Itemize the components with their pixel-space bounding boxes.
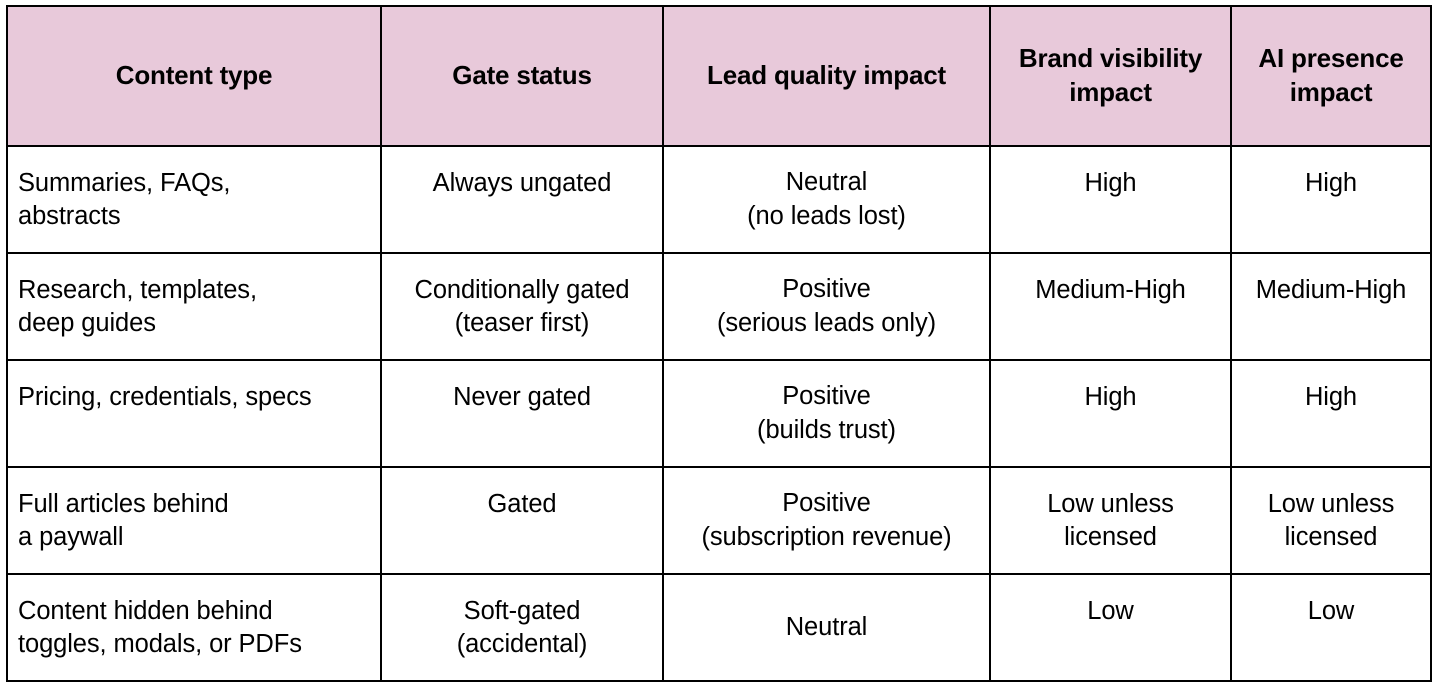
cell-brand-visibility-impact: Low	[989, 573, 1232, 682]
cell-gate-status-line2: (teaser first)	[454, 309, 590, 338]
cell-brand-visibility-impact: High	[989, 145, 1232, 254]
cell-ai-presence-line1: High	[1304, 169, 1358, 197]
cell-brand-visibility-line1: High	[1084, 383, 1137, 411]
gating-table-container: Content type Gate status Lead quality im…	[6, 5, 1432, 682]
cell-gate-status: Gated	[380, 466, 664, 575]
table-row: Content hidden behind toggles, modals, o…	[6, 573, 1432, 682]
column-header-lead-quality-impact: Lead quality impact	[662, 5, 991, 147]
cell-ai-presence-line2: licensed	[1284, 523, 1378, 552]
cell-brand-visibility-impact: Medium-High	[989, 252, 1232, 361]
cell-gate-status: Never gated	[380, 359, 664, 468]
cell-gate-status: Always ungated	[380, 145, 664, 254]
cell-content-type: Pricing, credentials, specs	[6, 359, 382, 468]
content-gating-table: Content type Gate status Lead quality im…	[6, 5, 1432, 682]
cell-content-type: Content hidden behind toggles, modals, o…	[6, 573, 382, 682]
cell-lead-quality-line1: Positive	[782, 382, 871, 411]
column-header-lead-quality-impact-label: Lead quality impact	[707, 60, 946, 91]
cell-ai-presence-line1: Medium-High	[1255, 276, 1407, 304]
cell-ai-presence-line1: High	[1304, 383, 1358, 411]
cell-brand-visibility-line1: Low	[1087, 597, 1134, 625]
cell-content-type-line1: Full articles behind	[18, 490, 229, 518]
cell-brand-visibility-line2: licensed	[1064, 523, 1157, 552]
cell-gate-status-line1: Never gated	[453, 383, 591, 411]
cell-ai-presence-impact: High	[1230, 359, 1432, 468]
table-body: Summaries, FAQs, abstracts Always ungate…	[6, 145, 1432, 682]
cell-gate-status-line1: Always ungated	[432, 169, 612, 197]
cell-ai-presence-impact: Medium-High	[1230, 252, 1432, 361]
column-header-brand-visibility-impact-line1: Brand visibility	[1018, 43, 1203, 74]
cell-ai-presence-impact: Low	[1230, 573, 1432, 682]
cell-content-type-line1: Content hidden behind	[18, 597, 273, 625]
column-header-content-type-label: Content type	[115, 60, 273, 91]
cell-gate-status-line1: Soft-gated	[463, 597, 581, 625]
cell-brand-visibility-line1: High	[1084, 169, 1137, 197]
cell-content-type: Research, templates, deep guides	[6, 252, 382, 361]
table-row: Summaries, FAQs, abstracts Always ungate…	[6, 145, 1432, 254]
cell-lead-quality-impact: Positive (builds trust)	[662, 359, 991, 468]
cell-content-type-line2: a paywall	[18, 523, 124, 552]
table-row: Research, templates, deep guides Conditi…	[6, 252, 1432, 361]
cell-ai-presence-impact: High	[1230, 145, 1432, 254]
cell-brand-visibility-line1: Medium-High	[1035, 276, 1186, 304]
cell-lead-quality-line2: (subscription revenue)	[701, 522, 952, 551]
cell-content-type: Summaries, FAQs, abstracts	[6, 145, 382, 254]
cell-ai-presence-impact: Low unless licensed	[1230, 466, 1432, 575]
cell-content-type: Full articles behind a paywall	[6, 466, 382, 575]
cell-content-type-line1: Pricing, credentials, specs	[18, 383, 312, 411]
cell-lead-quality-line2: (no leads lost)	[747, 201, 906, 230]
cell-gate-status: Conditionally gated (teaser first)	[380, 252, 664, 361]
column-header-ai-presence-impact-line1: AI presence	[1258, 43, 1404, 74]
column-header-ai-presence-impact: AI presence impact	[1230, 5, 1432, 147]
column-header-content-type: Content type	[6, 5, 382, 147]
cell-lead-quality-line2: (serious leads only)	[716, 308, 937, 337]
cell-lead-quality-impact: Neutral	[662, 573, 991, 682]
cell-lead-quality-impact: Neutral (no leads lost)	[662, 145, 991, 254]
cell-content-type-line2: deep guides	[18, 309, 156, 338]
header-row: Content type Gate status Lead quality im…	[6, 5, 1432, 147]
cell-lead-quality-impact: Positive (serious leads only)	[662, 252, 991, 361]
cell-gate-status-line1: Conditionally gated	[414, 276, 630, 304]
cell-lead-quality-line1: Neutral	[785, 168, 868, 197]
cell-gate-status-line1: Gated	[487, 490, 557, 518]
column-header-gate-status-label: Gate status	[452, 60, 592, 91]
cell-lead-quality-line1: Neutral	[785, 612, 868, 641]
cell-lead-quality-line1: Positive	[782, 489, 871, 518]
cell-content-type-line1: Research, templates,	[18, 276, 257, 304]
cell-ai-presence-line1: Low	[1307, 597, 1355, 625]
column-header-ai-presence-impact-line2: impact	[1289, 77, 1373, 107]
cell-lead-quality-line1: Positive	[782, 275, 871, 304]
cell-brand-visibility-impact: High	[989, 359, 1232, 468]
cell-brand-visibility-line1: Low unless	[1047, 490, 1174, 518]
table-header: Content type Gate status Lead quality im…	[6, 5, 1432, 147]
cell-gate-status: Soft-gated (accidental)	[380, 573, 664, 682]
cell-brand-visibility-impact: Low unless licensed	[989, 466, 1232, 575]
column-header-gate-status: Gate status	[380, 5, 664, 147]
table-row: Full articles behind a paywall Gated Pos…	[6, 466, 1432, 575]
cell-ai-presence-line1: Low unless	[1267, 490, 1395, 518]
column-header-brand-visibility-impact-line2: impact	[1069, 77, 1152, 107]
column-header-brand-visibility-impact: Brand visibility impact	[989, 5, 1232, 147]
cell-content-type-line2: toggles, modals, or PDFs	[18, 630, 302, 659]
cell-content-type-line1: Summaries, FAQs,	[18, 169, 231, 197]
table-row: Pricing, credentials, specs Never gated …	[6, 359, 1432, 468]
cell-content-type-line2: abstracts	[18, 202, 121, 231]
cell-gate-status-line2: (accidental)	[456, 630, 588, 659]
cell-lead-quality-impact: Positive (subscription revenue)	[662, 466, 991, 575]
cell-lead-quality-line2: (builds trust)	[757, 415, 896, 444]
